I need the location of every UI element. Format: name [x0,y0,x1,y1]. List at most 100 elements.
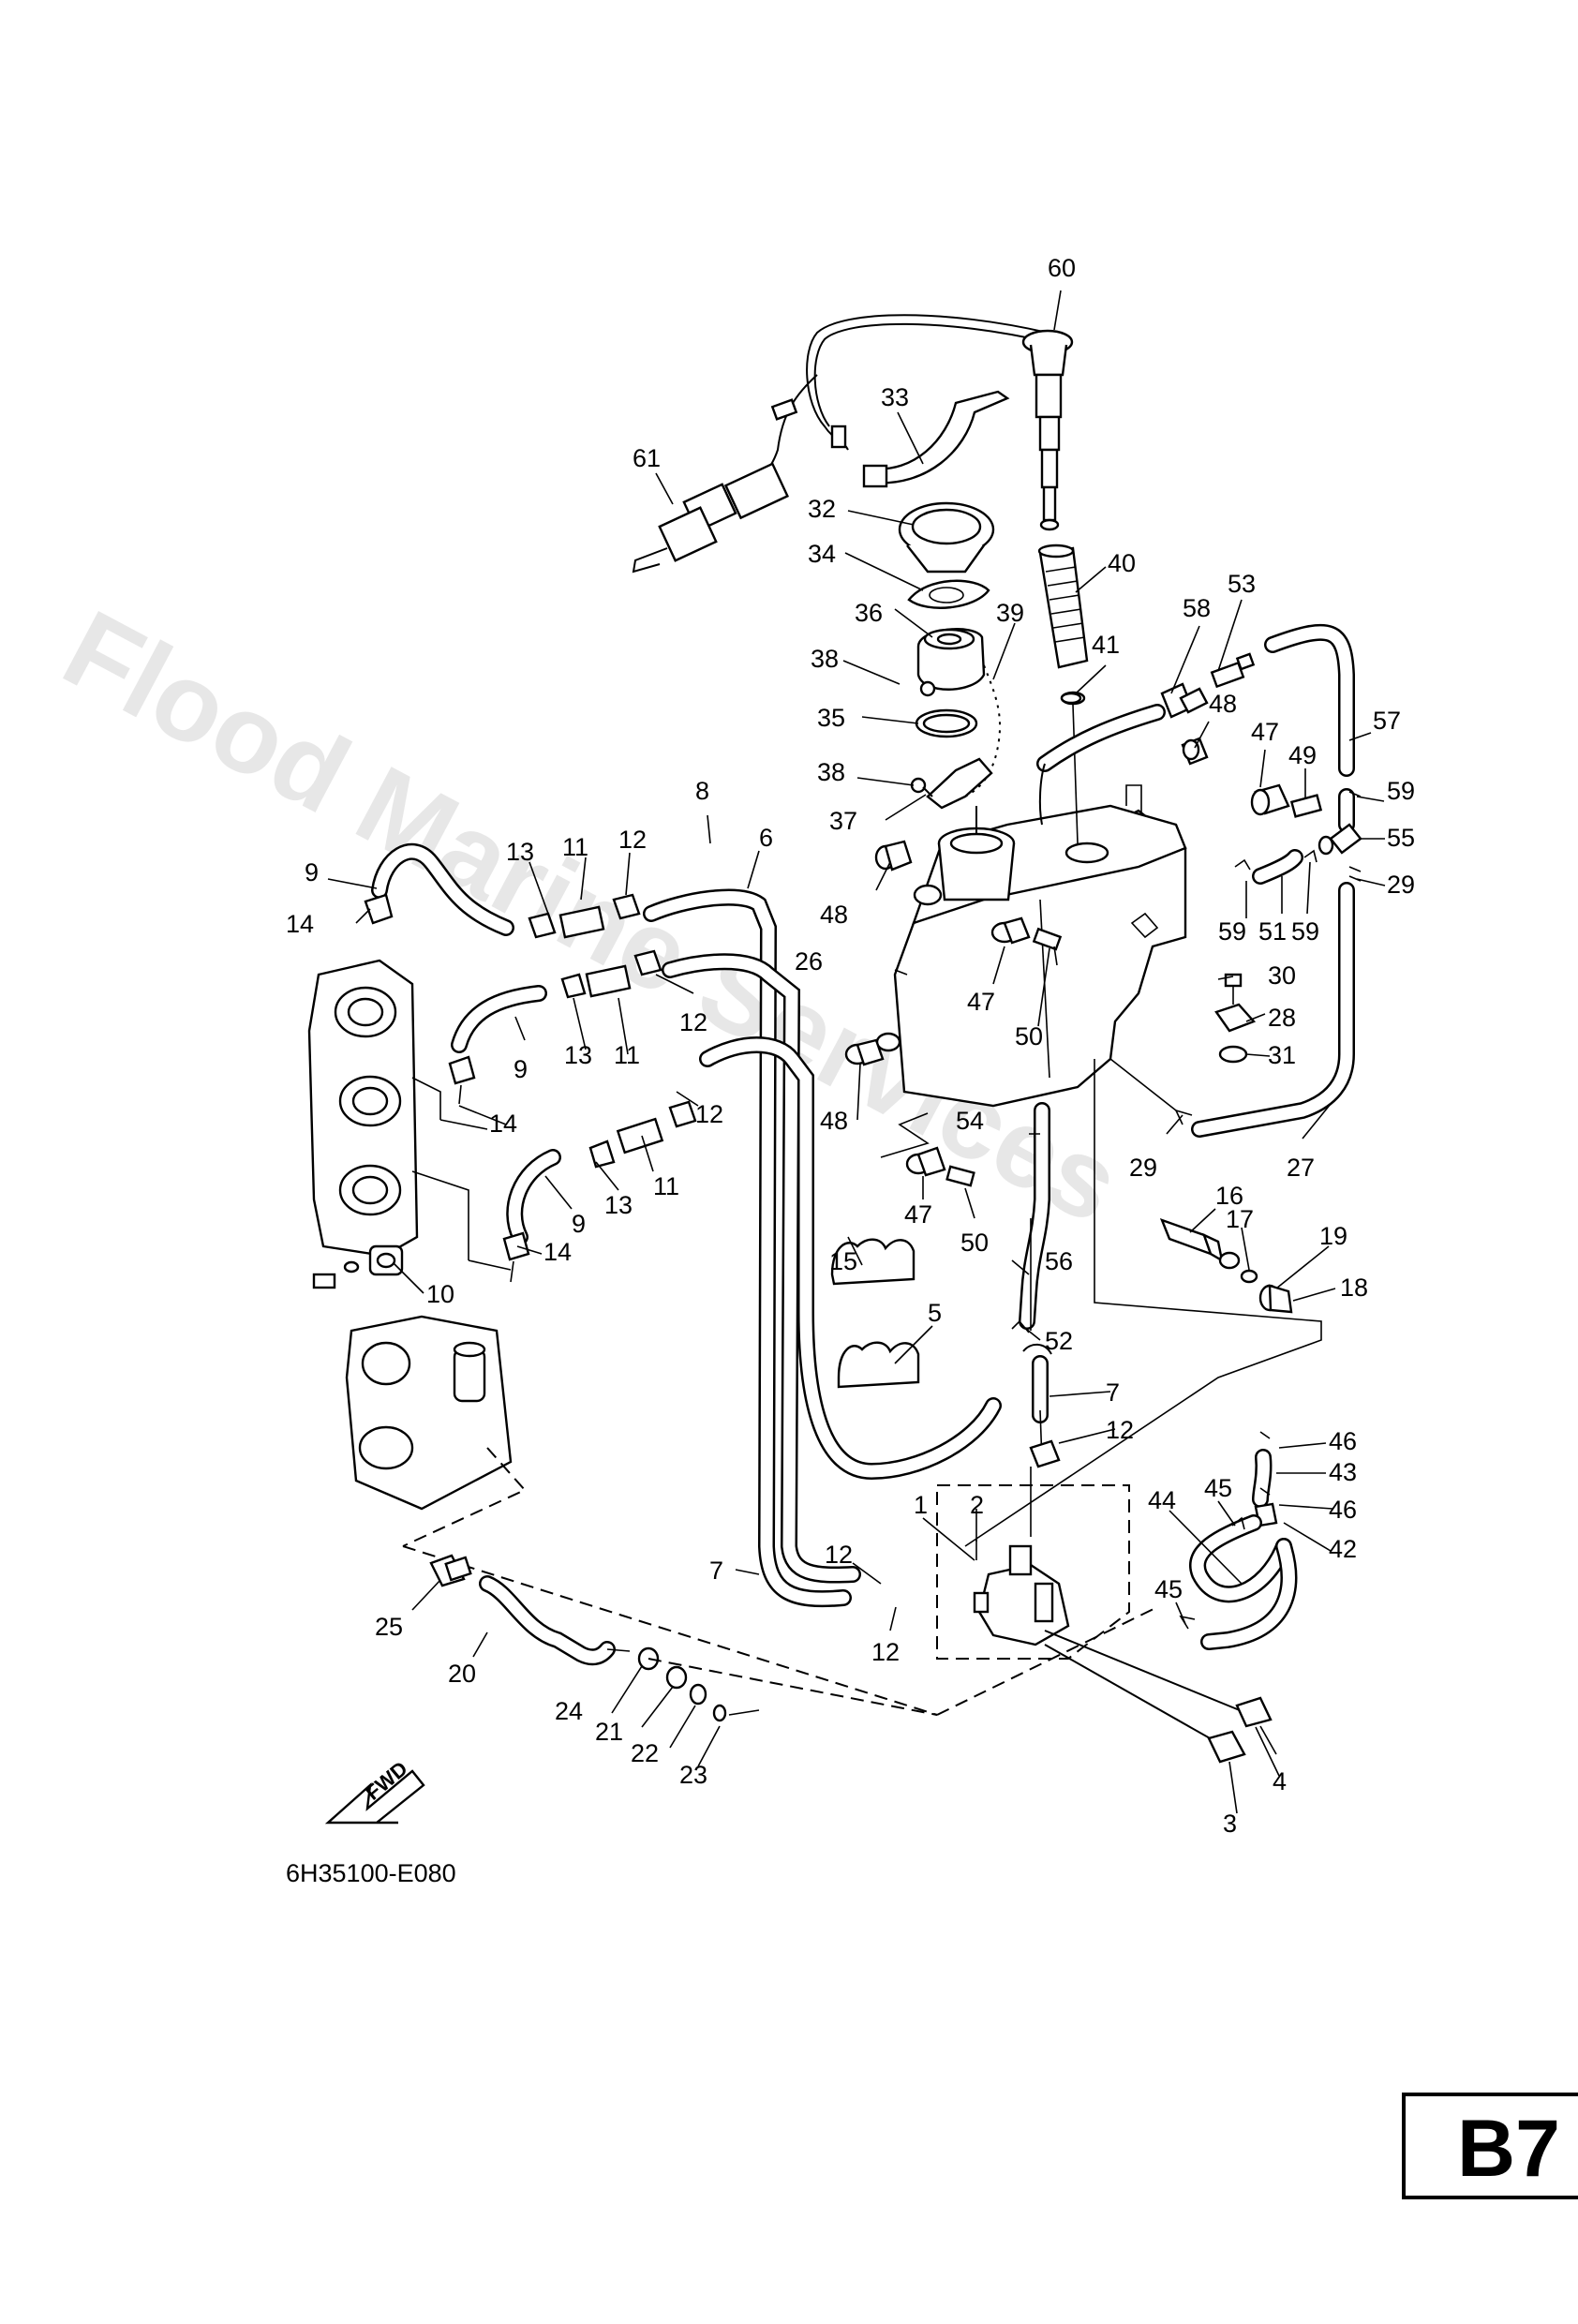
callout: 34 [808,540,836,568]
callout: 46 [1329,1427,1357,1455]
callout: 59 [1291,917,1319,946]
callout: 21 [595,1718,623,1746]
callout: 30 [1268,961,1296,990]
callout: 15 [829,1247,857,1275]
callout: 35 [817,704,845,732]
callout: 20 [448,1660,476,1688]
oil-tank [875,784,1187,1108]
callout: 13 [564,1041,592,1069]
hose-bundle [643,888,1052,1608]
callout: 22 [631,1739,659,1767]
callout: 8 [695,777,709,805]
callout: 9 [572,1210,586,1238]
callout: 45 [1204,1474,1232,1502]
callout: 17 [1226,1205,1254,1233]
callout: 28 [1268,1004,1296,1032]
callout: 12 [1106,1416,1134,1444]
callout: 38 [811,645,839,673]
tank-side-fittings [844,840,1063,1187]
callout: 32 [808,495,836,523]
callout: 53 [1228,570,1256,598]
callout: 6 [759,824,773,852]
callout: 31 [1268,1041,1296,1069]
callout: 24 [555,1697,583,1725]
callout: 11 [653,1172,679,1200]
callout: 5 [928,1299,942,1327]
callout: 56 [1045,1247,1073,1275]
callout: 38 [817,758,845,786]
callout: 11 [562,833,588,861]
callout: 52 [1045,1327,1073,1355]
callout: 46 [1329,1496,1357,1524]
callout: 1 [914,1491,928,1519]
callout: 48 [820,1107,848,1135]
callout: 54 [956,1107,984,1135]
oil-pump-assembly [936,1409,1298,1764]
callout: 55 [1387,824,1415,852]
callout: 2 [970,1491,984,1519]
callout: 58 [1183,594,1211,622]
callout: 47 [1251,718,1279,746]
callout: 57 [1373,707,1401,735]
callout: 42 [1329,1535,1357,1563]
callout: 45 [1154,1575,1183,1603]
callout: 19 [1319,1222,1347,1250]
callout: 43 [1329,1458,1357,1486]
callout: 3 [1223,1810,1237,1838]
upper-right-fittings [1036,623,1362,1138]
diagram-code: 6H35100-E080 [286,1859,456,1887]
callout: 9 [305,858,319,886]
callout: 14 [286,910,314,938]
lower-pipe [402,1545,1158,1722]
callout: 4 [1273,1767,1287,1795]
callout: 12 [871,1638,900,1666]
callout: 23 [679,1761,707,1789]
callout: 40 [1108,549,1136,577]
level-sensor-harness [632,314,1089,844]
carburetor-section [307,842,697,1547]
callout: 48 [820,901,848,929]
callout: 61 [633,444,661,472]
callout: 13 [506,838,534,866]
callout: 47 [967,988,995,1016]
callout: 12 [679,1008,707,1036]
callout: 37 [829,807,857,835]
page-badge: B7 [1402,2093,1578,2199]
callout: 51 [1258,917,1287,946]
callout: 47 [904,1200,932,1229]
callout: 7 [1106,1378,1120,1407]
hose-holders [830,1112,930,1389]
callout: 25 [375,1613,403,1641]
callout: 18 [1340,1274,1368,1302]
callout: 50 [1015,1022,1043,1050]
callout: 13 [604,1191,633,1219]
callout: 59 [1387,777,1415,805]
callout-labels: 60 33 61 32 34 40 36 39 53 38 41 58 35 4… [286,254,1415,1838]
callout: 60 [1048,254,1076,282]
callout: 10 [426,1280,454,1308]
callout: 7 [709,1557,723,1585]
callout: 12 [618,826,647,854]
leader-lines [327,290,1386,1814]
callout: 14 [543,1238,572,1266]
callout: 59 [1218,917,1246,946]
callout: 12 [695,1100,723,1128]
callout: 29 [1387,871,1415,899]
callout: 29 [1129,1154,1157,1182]
callout: 11 [614,1041,640,1069]
filler-cap-assembly [898,501,1002,834]
callout: 39 [996,599,1024,627]
callout: 36 [855,599,883,627]
callout: 12 [825,1541,853,1569]
callout: 49 [1288,741,1317,769]
callout: 41 [1092,631,1120,659]
page-number: B7 [1457,2104,1560,2194]
fwd-arrow-icon: FWD [324,1756,425,1825]
callout: 26 [795,947,823,976]
callout: 44 [1148,1486,1176,1514]
callout: 9 [514,1055,528,1083]
callout: 48 [1209,690,1237,718]
callout: 14 [489,1110,517,1138]
callout: 27 [1287,1154,1315,1182]
